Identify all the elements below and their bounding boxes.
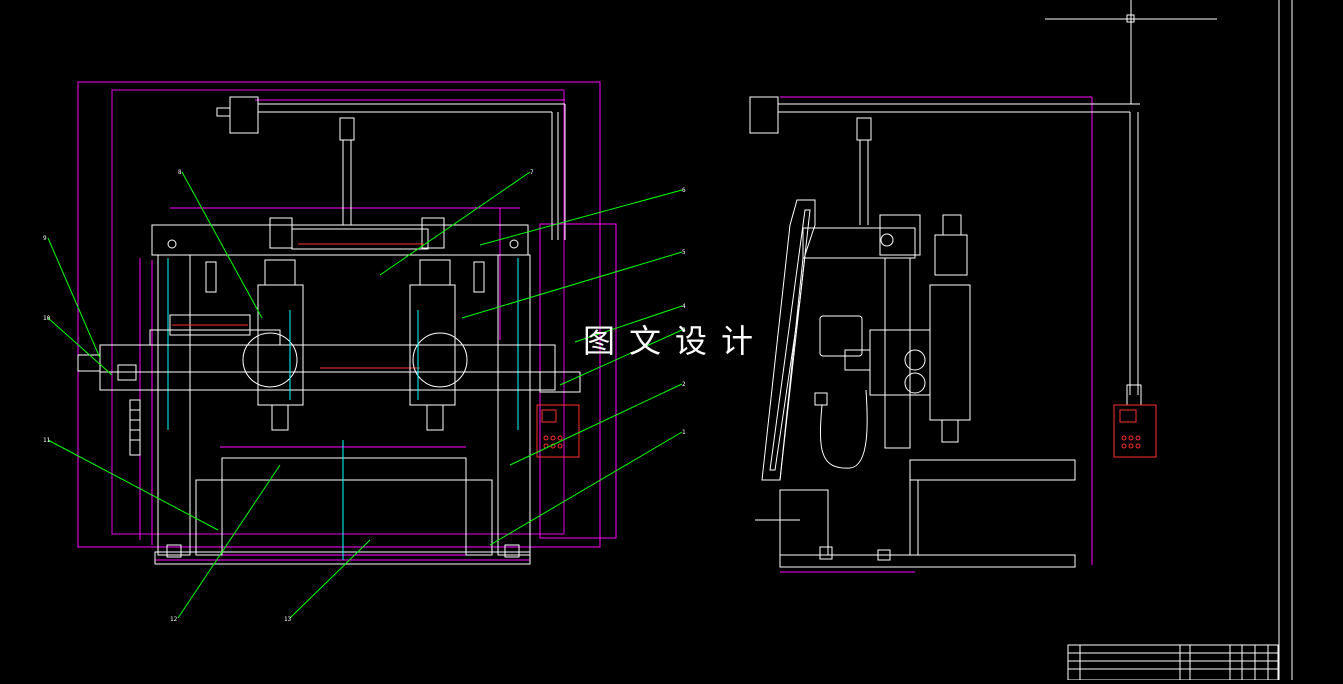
control-pendant-front (536, 404, 580, 458)
balloon-6: 6 (682, 187, 686, 194)
front-leader-lines (47, 171, 683, 619)
side-base (755, 459, 1076, 568)
columns (129, 254, 531, 556)
balloon-10: 10 (43, 315, 51, 322)
front-dimensions (77, 81, 617, 561)
title-block (1067, 644, 1279, 681)
balloon-4: 4 (682, 303, 686, 310)
front-view: 1 2 3 4 5 6 7 8 9 10 11 12 13 (43, 81, 686, 623)
balloon-8: 8 (178, 169, 182, 176)
side-view (749, 96, 1157, 573)
balloon-9: 9 (43, 235, 47, 242)
side-overhead-rail (749, 96, 1142, 406)
balloon-12: 12 (170, 616, 178, 623)
balloon-5: 5 (682, 249, 686, 256)
watermark-text: 图文设计 (583, 322, 768, 360)
side-ram-assembly (814, 315, 931, 469)
balloon-7: 7 (530, 169, 534, 176)
balloon-11: 11 (43, 437, 51, 444)
sheet-frame (1045, 0, 1293, 680)
saddle-rail (77, 314, 581, 393)
overhead-rail (216, 96, 566, 240)
control-pendant-side (1113, 404, 1157, 458)
side-dimensions (780, 96, 1093, 573)
tool-rams (242, 259, 468, 431)
front-balloons: 1 2 3 4 5 6 7 8 9 10 11 12 13 (43, 169, 686, 623)
balloon-2: 2 (682, 381, 686, 388)
balloon-3: 3 (682, 327, 686, 334)
balloon-1: 1 (682, 429, 686, 436)
crossbeam (151, 217, 529, 256)
balloon-13: 13 (284, 616, 292, 623)
worktable-base (154, 440, 531, 565)
